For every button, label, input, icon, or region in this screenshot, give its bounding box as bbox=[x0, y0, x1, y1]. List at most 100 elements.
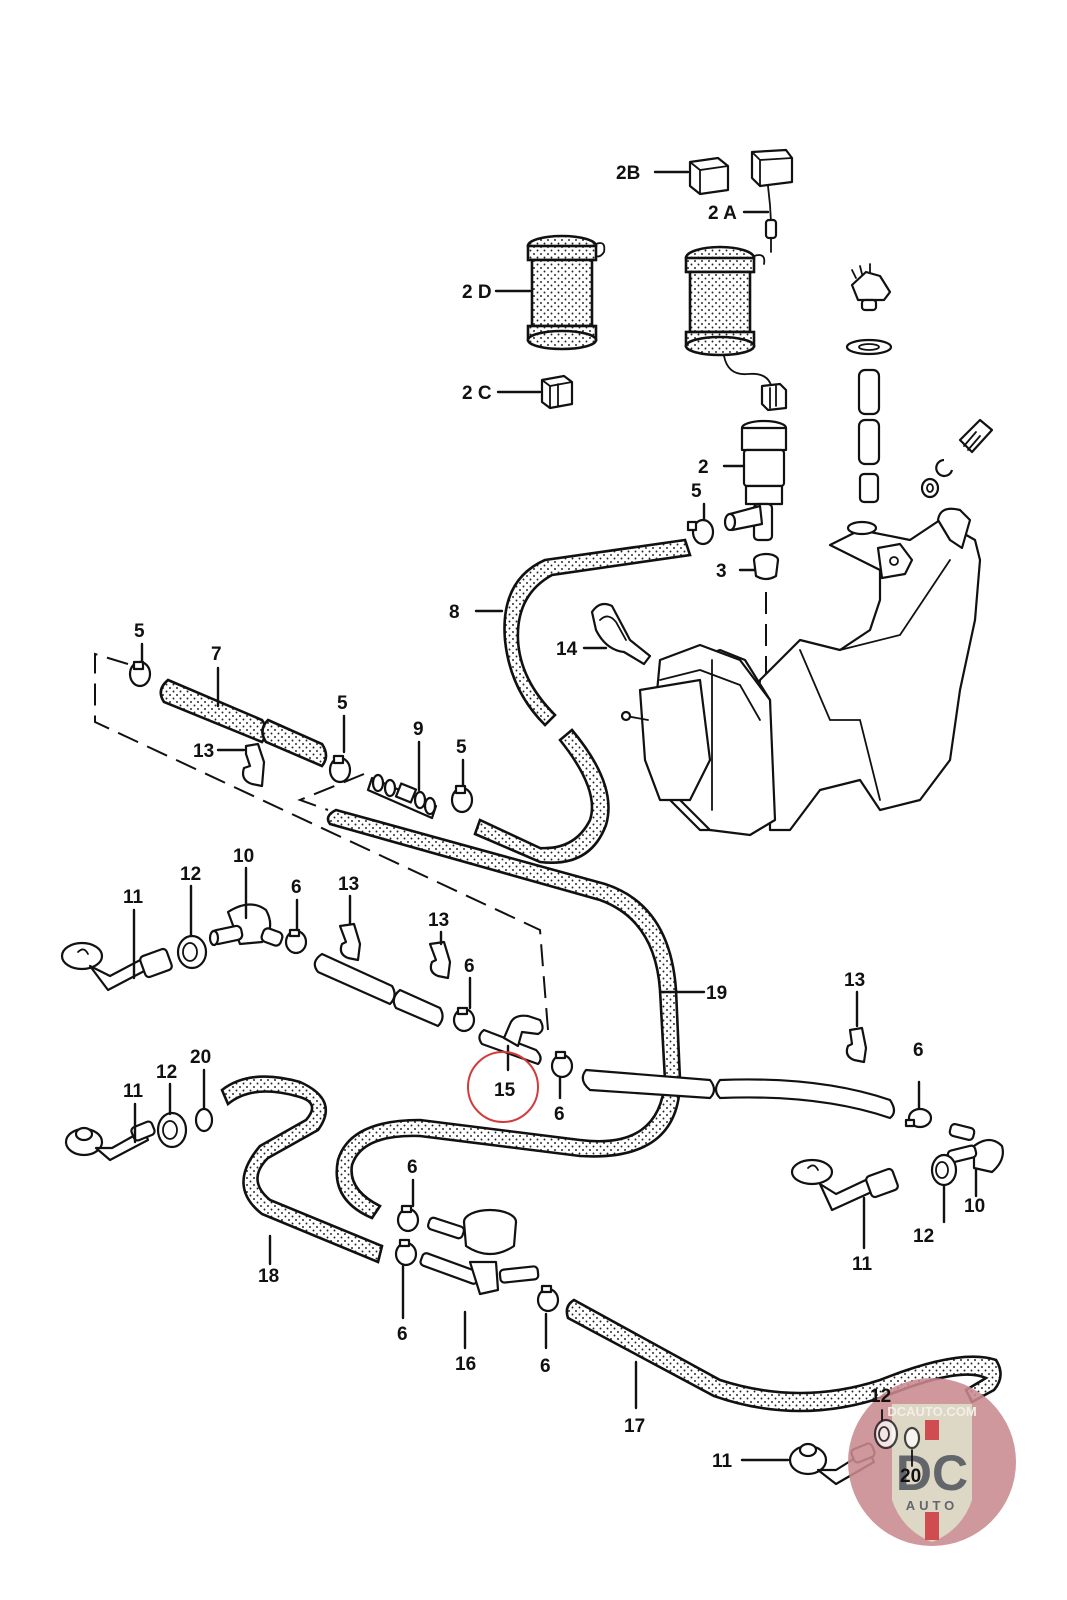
callout-6a: 6 bbox=[291, 877, 302, 898]
hose-clamp-5-right bbox=[450, 784, 474, 814]
seal-ring-12b bbox=[156, 1111, 188, 1149]
callout-9: 9 bbox=[413, 719, 424, 740]
hose-clip-13b bbox=[338, 922, 362, 962]
seal-ring-12d bbox=[873, 1418, 899, 1450]
callout-6d: 6 bbox=[913, 1040, 924, 1061]
hose-clip-13a bbox=[241, 742, 266, 788]
watermark-letters: DC bbox=[896, 1445, 968, 1501]
washer-reservoir bbox=[620, 507, 982, 837]
nozzle-union-10a bbox=[208, 903, 284, 947]
callout-5c: 5 bbox=[337, 693, 348, 714]
washer-nozzle-11b bbox=[64, 1120, 156, 1162]
callout-6c: 6 bbox=[554, 1104, 565, 1125]
hose-19 bbox=[326, 808, 682, 1220]
callout-5d: 5 bbox=[456, 737, 467, 758]
callout-12d: 12 bbox=[870, 1386, 891, 1407]
hose-plain-right-b bbox=[714, 1078, 896, 1120]
hose-connector-15 bbox=[478, 1014, 544, 1066]
watermark-sub: AUTO bbox=[906, 1498, 959, 1513]
callout-2b: 2B bbox=[616, 163, 640, 184]
callout-14: 14 bbox=[556, 639, 578, 660]
callout-5b: 5 bbox=[134, 621, 145, 642]
hose-18 bbox=[220, 1075, 384, 1264]
mounting-screw bbox=[920, 418, 994, 499]
callout-10b: 10 bbox=[964, 1196, 985, 1217]
callout-2: 2 bbox=[698, 457, 709, 478]
callout-2d: 2 D bbox=[462, 282, 492, 303]
assembly-line-left bbox=[94, 652, 549, 1031]
callout-13d: 13 bbox=[844, 970, 865, 991]
callout-6g: 6 bbox=[540, 1356, 551, 1377]
callout-6b: 6 bbox=[464, 956, 475, 977]
callout-2a: 2 A bbox=[708, 203, 737, 224]
connector-2b bbox=[688, 156, 730, 196]
hose-plain-right-a bbox=[581, 1068, 716, 1100]
callout-12c: 12 bbox=[913, 1226, 934, 1247]
callout-19: 19 bbox=[706, 983, 727, 1004]
hose-plain-upper-b bbox=[392, 988, 444, 1028]
hose-clip-13d bbox=[845, 1026, 868, 1064]
hose-7a bbox=[159, 678, 268, 744]
callout-13a: 13 bbox=[193, 741, 214, 762]
t-valve-16 bbox=[419, 1208, 540, 1296]
pump-sleeve-installed bbox=[684, 245, 773, 391]
level-sensor bbox=[845, 263, 893, 504]
check-valve-9 bbox=[366, 773, 438, 820]
hose-clamp-6a bbox=[284, 928, 308, 955]
hose-clip-13c bbox=[428, 940, 452, 980]
hose-7b bbox=[261, 718, 328, 768]
callout-18: 18 bbox=[258, 1266, 279, 1287]
hose-clamp-5-mid bbox=[328, 754, 352, 784]
pump-sleeve-2d bbox=[526, 234, 606, 351]
hose-clip-14 bbox=[590, 602, 652, 666]
grommet-3 bbox=[752, 552, 780, 581]
callout-12b: 12 bbox=[156, 1062, 177, 1083]
washer-nozzle-11a bbox=[60, 941, 173, 992]
callout-3: 3 bbox=[716, 561, 727, 582]
watermark-stripe-top bbox=[925, 1420, 939, 1440]
callout-6f: 6 bbox=[397, 1324, 408, 1345]
callout-12a: 12 bbox=[180, 864, 201, 885]
callout-13c: 13 bbox=[428, 910, 449, 931]
hose-8 bbox=[503, 538, 692, 727]
watermark-stripe-bottom bbox=[925, 1512, 939, 1540]
washer-nozzle-11c bbox=[790, 1158, 899, 1212]
hose-clamp-5-left bbox=[128, 660, 152, 688]
o-ring-20a bbox=[194, 1107, 214, 1133]
pump-connector bbox=[760, 382, 788, 412]
callout-20b: 20 bbox=[900, 1466, 921, 1487]
callout-11a: 11 bbox=[123, 887, 144, 908]
seal-ring-12c bbox=[930, 1153, 958, 1187]
assembly-line-mid bbox=[297, 773, 365, 811]
hose-clamp-6d bbox=[904, 1107, 933, 1129]
connector-2c bbox=[540, 374, 574, 410]
highlight-circle bbox=[467, 1051, 539, 1123]
callout-8: 8 bbox=[449, 602, 460, 623]
hose-8-lower bbox=[473, 728, 610, 865]
watermark-site: DCAUTO.COM bbox=[887, 1404, 976, 1419]
hose-plain-upper-a bbox=[313, 952, 396, 1006]
callout-11b: 11 bbox=[123, 1081, 144, 1102]
callout-6e: 6 bbox=[407, 1157, 418, 1178]
callout-2c: 2 C bbox=[462, 383, 492, 404]
hose-clamp-6c bbox=[550, 1050, 574, 1079]
hose-clamp-6e bbox=[396, 1204, 420, 1233]
callout-10a: 10 bbox=[233, 846, 254, 867]
washer-pump-2 bbox=[723, 419, 788, 542]
callout-16: 16 bbox=[455, 1354, 476, 1375]
hose-clamp-6b bbox=[452, 1006, 476, 1033]
connector-2a bbox=[750, 148, 794, 253]
seal-ring-12a bbox=[176, 934, 208, 970]
o-ring-20b bbox=[903, 1426, 921, 1450]
hose-clamp-6f bbox=[394, 1238, 418, 1267]
callout-11c: 11 bbox=[852, 1254, 873, 1275]
callout-13b: 13 bbox=[338, 874, 359, 895]
nozzle-union-10b bbox=[946, 1123, 1004, 1174]
callout-7: 7 bbox=[211, 644, 222, 665]
hose-clamp-5 bbox=[686, 518, 715, 546]
callout-11d: 11 bbox=[712, 1451, 733, 1472]
callout-17: 17 bbox=[624, 1416, 645, 1437]
callout-5a: 5 bbox=[691, 481, 702, 502]
callout-20a: 20 bbox=[190, 1047, 211, 1068]
